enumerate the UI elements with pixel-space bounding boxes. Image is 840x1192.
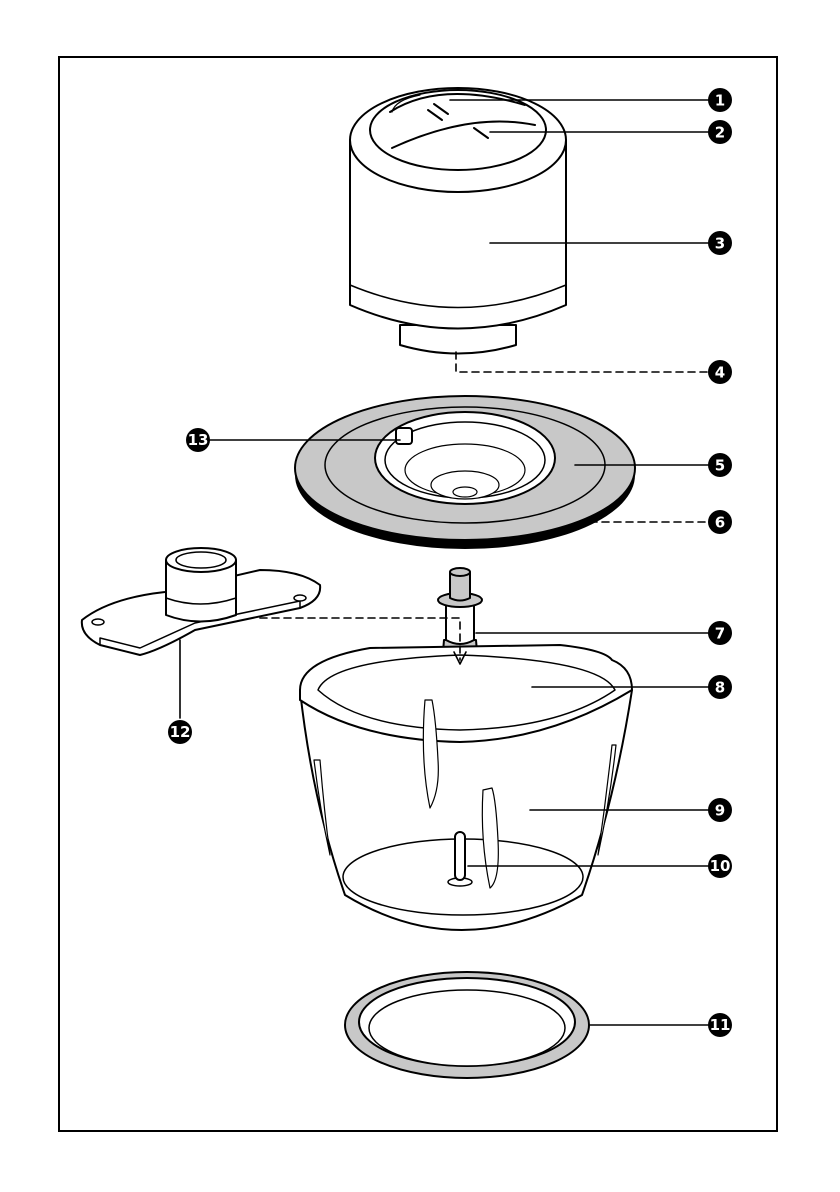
svg-text:2: 2 <box>715 124 725 142</box>
callout-11: 11 <box>708 1013 732 1037</box>
svg-text:1: 1 <box>715 92 725 110</box>
callout-7: 7 <box>708 621 732 645</box>
callout-5: 5 <box>708 453 732 477</box>
svg-text:7: 7 <box>715 625 725 643</box>
callout-4: 4 <box>708 360 732 384</box>
callout-8: 8 <box>708 675 732 699</box>
anti-slip-base <box>345 972 589 1078</box>
callout-1: 1 <box>708 88 732 112</box>
bowl-pin <box>455 832 465 880</box>
svg-text:10: 10 <box>710 857 731 875</box>
svg-text:12: 12 <box>170 723 191 741</box>
svg-text:3: 3 <box>715 235 725 253</box>
svg-text:5: 5 <box>715 457 725 475</box>
svg-text:9: 9 <box>715 802 725 820</box>
bowl-lid <box>295 396 635 549</box>
callout-6: 6 <box>708 510 732 534</box>
callout-3: 3 <box>708 231 732 255</box>
svg-text:8: 8 <box>715 679 725 697</box>
svg-text:11: 11 <box>710 1016 731 1034</box>
svg-text:4: 4 <box>715 364 725 382</box>
lid-latch-tab <box>396 428 412 444</box>
callout-10: 10 <box>708 854 732 878</box>
svg-text:13: 13 <box>188 431 209 449</box>
callout-13: 13 <box>186 428 210 452</box>
callout-12: 12 <box>168 720 192 744</box>
svg-text:6: 6 <box>715 514 725 532</box>
callout-9: 9 <box>708 798 732 822</box>
motor-button-cap <box>370 90 546 170</box>
motor-unit <box>350 88 566 354</box>
whisk-accessory <box>82 548 320 655</box>
callout-2: 2 <box>708 120 732 144</box>
